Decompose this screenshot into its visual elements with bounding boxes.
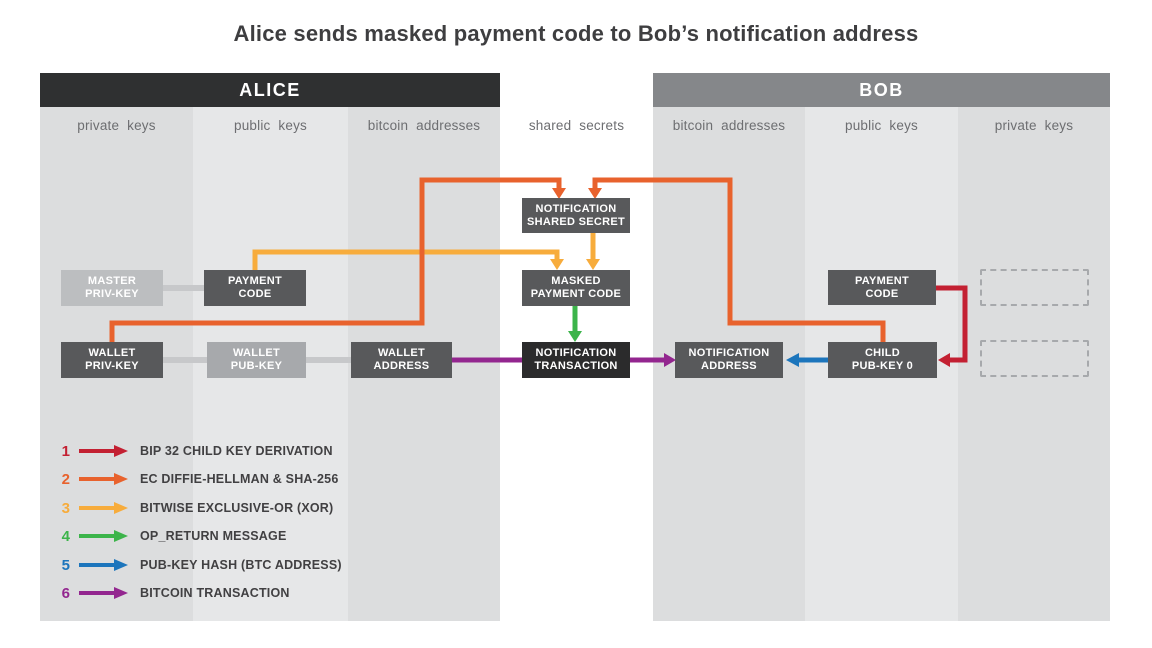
legend-arrow-yellow-icon	[79, 502, 128, 514]
node-payment-code-bob: PAYMENT CODE	[828, 270, 936, 305]
alice-public-keys-label: public keys	[234, 118, 307, 133]
alice-private-keys-label: private keys	[77, 118, 156, 133]
legend-arrow-purple-icon	[79, 587, 128, 599]
placeholder-box-top	[980, 269, 1089, 306]
legend-item-pubkey-hash: 5 PUB-KEY HASH (BTC ADDRESS)	[61, 556, 342, 574]
bob-public-keys-label: public keys	[845, 118, 918, 133]
placeholder-box-bottom	[980, 340, 1089, 377]
legend-arrow-red-icon	[79, 445, 128, 457]
alice-header-bar: ALICE	[40, 73, 500, 107]
legend-item-bitcoin-transaction: 6 BITCOIN TRANSACTION	[61, 584, 290, 602]
bob-header-label: BOB	[859, 79, 904, 100]
node-wallet-pub-key: WALLET PUB-KEY	[207, 342, 306, 378]
node-master-priv-key: MASTER PRIV-KEY	[61, 270, 163, 306]
shared-secrets-label: shared secrets	[528, 118, 625, 133]
legend-arrow-green-icon	[79, 530, 128, 542]
node-notification-shared-secret: NOTIFICATION SHARED SECRET	[522, 198, 630, 233]
bob-private-keys-column	[958, 107, 1110, 621]
legend-item-ecdh: 2 EC DIFFIE-HELLMAN & SHA-256	[61, 470, 339, 488]
arrow-xor-from-shared-secret	[586, 233, 600, 270]
legend-item-bip32: 1 BIP 32 CHILD KEY DERIVATION	[61, 442, 333, 460]
bob-private-keys-label: private keys	[994, 118, 1074, 133]
node-wallet-priv-key: WALLET PRIV-KEY	[61, 342, 163, 378]
bob-header-bar: BOB	[653, 73, 1110, 107]
node-payment-code-alice: PAYMENT CODE	[204, 270, 306, 306]
node-masked-payment-code: MASKED PAYMENT CODE	[522, 270, 630, 306]
alice-bitcoin-addresses-label: bitcoin addresses	[367, 118, 481, 133]
legend-arrow-orange-icon	[79, 473, 128, 485]
node-wallet-address: WALLET ADDRESS	[351, 342, 452, 378]
arrow-op-return	[568, 306, 582, 342]
node-child-pub-key-0: CHILD PUB-KEY 0	[828, 342, 937, 378]
node-notification-address: NOTIFICATION ADDRESS	[675, 342, 783, 378]
node-notification-transaction: NOTIFICATION TRANSACTION	[522, 342, 630, 378]
legend-arrow-blue-icon	[79, 559, 128, 571]
diagram-title: Alice sends masked payment code to Bob’s…	[233, 21, 919, 46]
alice-header-label: ALICE	[239, 79, 301, 100]
bob-bitcoin-addresses-label: bitcoin addresses	[672, 118, 786, 133]
legend-item-op-return: 4 OP_RETURN MESSAGE	[61, 527, 287, 545]
legend-item-xor: 3 BITWISE EXCLUSIVE-OR (XOR)	[61, 499, 334, 517]
